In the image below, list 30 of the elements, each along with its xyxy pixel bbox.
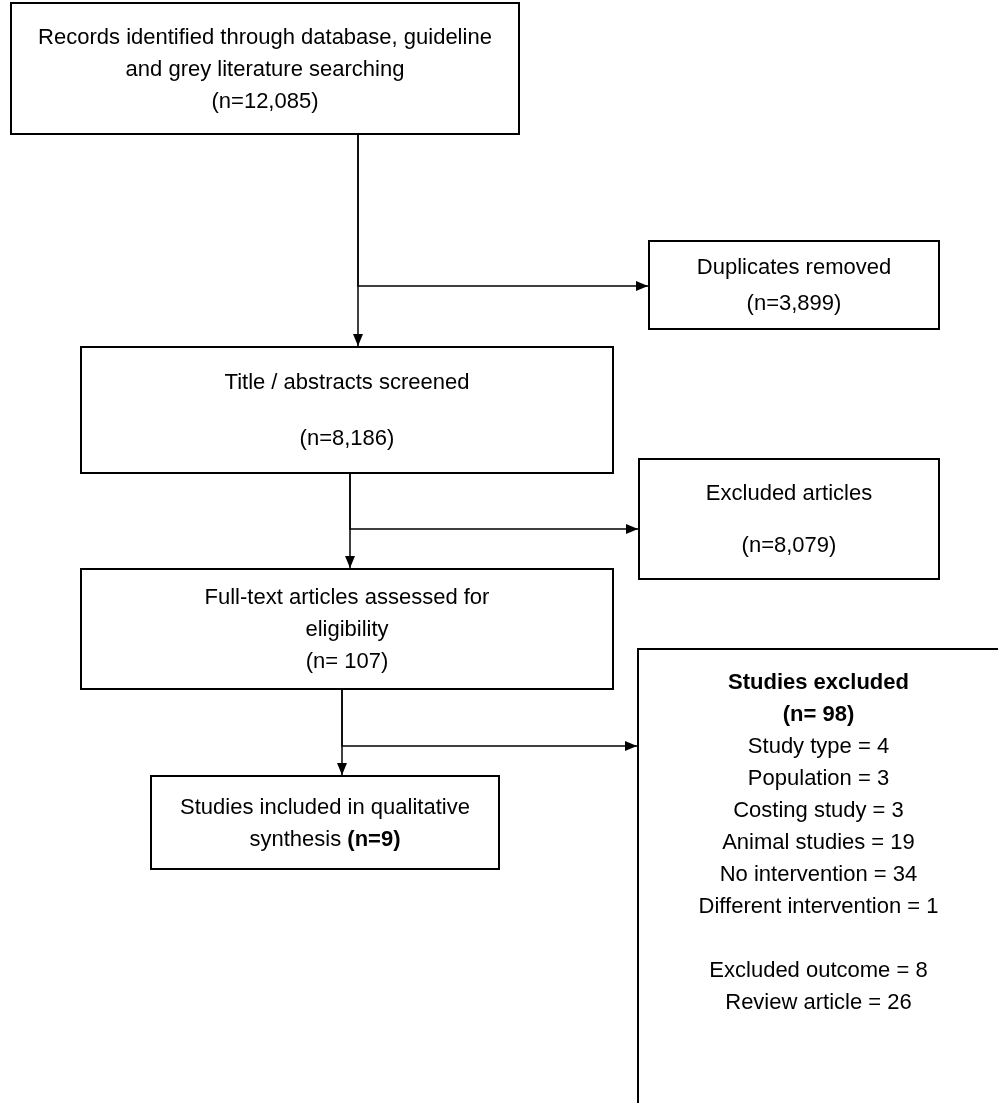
box-text: Records identified through database, guideline and grey literature searching — [37, 22, 493, 83]
box-text: Animal studies = 19 — [722, 828, 915, 856]
process-box — [150, 775, 500, 870]
box-text: (n=8,186) — [299, 424, 395, 452]
panel-heading: Studies excluded (n= 98) — [727, 668, 910, 728]
box-text: (n=3,899) — [746, 289, 842, 317]
box-text: (n= 107) — [305, 647, 389, 675]
arrow — [349, 473, 639, 534]
box-text: Review article = 26 — [725, 988, 912, 1016]
box-text: Population = 3 — [747, 764, 890, 792]
box-text: Different intervention = 1 — [698, 892, 939, 920]
box-text: Duplicates removed — [696, 253, 892, 281]
process-box — [638, 458, 940, 580]
box-text: Costing study = 3 — [733, 796, 904, 824]
box-text: (n=12,085) — [211, 86, 319, 115]
box-text: Excluded outcome = 8 — [709, 956, 928, 984]
arrow — [357, 134, 649, 291]
box-text: (n=8,079) — [741, 531, 837, 559]
box-text: Studies included in qualitative synthesis (n=9) — [179, 792, 471, 853]
process-box — [80, 568, 614, 690]
exclusion-panel — [637, 648, 998, 1103]
process-box — [10, 2, 520, 135]
box-text: Study type = 4 — [747, 732, 890, 760]
box-text: Title / abstracts screened — [224, 368, 470, 396]
arrow — [341, 689, 638, 751]
box-text: No intervention = 34 — [719, 860, 918, 888]
box-text: Excluded articles — [705, 479, 873, 507]
process-box — [648, 240, 940, 330]
process-box — [80, 346, 614, 474]
box-text: Full-text articles assessed for eligibility — [203, 583, 491, 643]
